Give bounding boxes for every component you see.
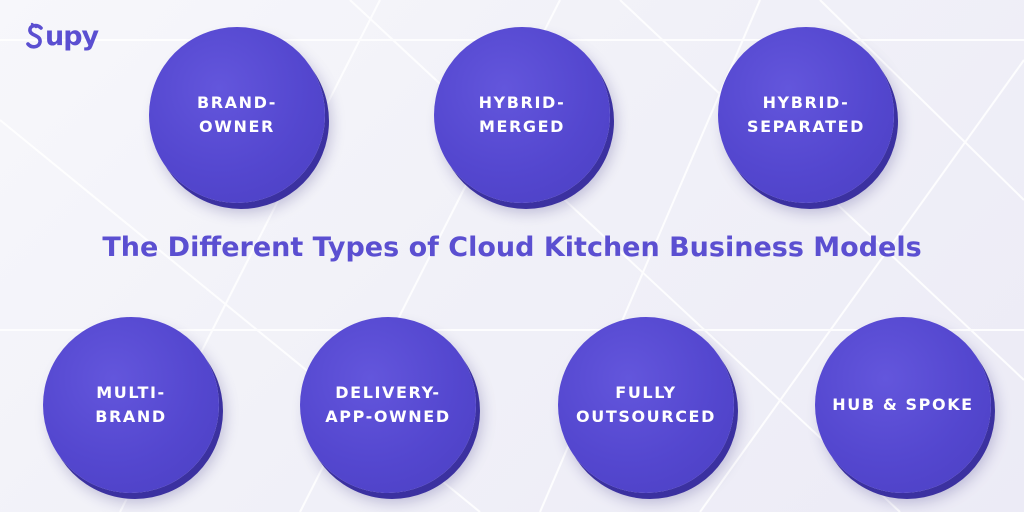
model-label: FULLY OUTSOURCED — [576, 383, 716, 426]
supy-s-mark-icon — [26, 22, 43, 49]
model-circle-delivery-app-owned: DELIVERY- APP-OWNED — [300, 317, 476, 493]
model-label: DELIVERY- APP-OWNED — [325, 383, 451, 426]
model-label: MULTI- BRAND — [95, 383, 167, 426]
logo-wordmark: upy — [45, 20, 99, 52]
model-circle-brand-owner: BRAND- OWNER — [149, 27, 325, 203]
model-label: BRAND- OWNER — [196, 93, 278, 136]
page-title: The Different Types of Cloud Kitchen Bus… — [102, 232, 922, 263]
model-label: HYBRID- SEPARATED — [746, 93, 866, 136]
brand-logo: upy — [26, 16, 99, 56]
model-circle-hybrid-separated: HYBRID- SEPARATED — [718, 27, 894, 203]
model-label: HUB & SPOKE — [832, 395, 974, 414]
model-circle-hub-spoke: HUB & SPOKE — [815, 317, 991, 493]
model-circle-hybrid-merged: HYBRID- MERGED — [434, 27, 610, 203]
model-circle-fully-outsourced: FULLY OUTSOURCED — [558, 317, 734, 493]
model-label: HYBRID- MERGED — [478, 93, 566, 136]
model-circle-multi-brand: MULTI- BRAND — [43, 317, 219, 493]
